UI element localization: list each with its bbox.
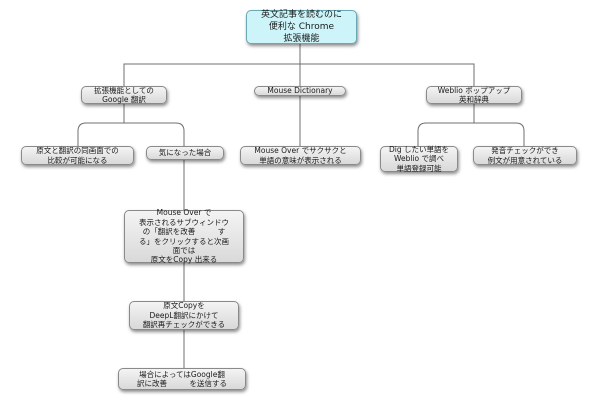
- node-dig-word-weblio: Dig したい単語を Weblio で調べ 単語登録可能: [380, 145, 458, 173]
- node-google-translate: 拡張機能としての Google 翻訳: [81, 86, 167, 104]
- connector-weblio-dig: [417, 104, 475, 146]
- connector-root-google: [123, 44, 301, 86]
- connector-google-compare: [77, 104, 125, 146]
- node-root: 英文記事を読むのに 便利な Chrome 拡張機能: [246, 10, 357, 44]
- node-when-curious: 気になった場合: [146, 146, 224, 160]
- connectors: [77, 44, 525, 368]
- node-subwindow-improve-translation: Mouse Over で 表示されるサブウィンドウ の「翻訳を改善 す る」をク…: [124, 208, 244, 264]
- node-weblio-popup: Weblio ポップアップ 英和辞典: [426, 86, 522, 104]
- node-mouse-dictionary: Mouse Dictionary: [254, 86, 346, 96]
- connector-weblio-pronunciation: [474, 122, 525, 146]
- node-pronunciation-examples: 発音チェックができ 例文が用意されている: [473, 146, 577, 165]
- connector-root-weblio: [300, 63, 475, 86]
- node-send-improvement-google: 場合によってはGoogle翻 訳に改善 を送信する: [118, 368, 246, 390]
- node-mouseover-word-meaning: Mouse Over でサクサクと 単語の意味が表示される: [240, 146, 361, 165]
- node-deepl-recheck: 原文Copyを DeepL翻訳にかけて 翻訳再チェックができる: [129, 301, 239, 330]
- connector-google-curious: [124, 122, 185, 146]
- node-side-by-side-compare: 原文と翻訳の同画面での 比較が可能になる: [21, 146, 134, 165]
